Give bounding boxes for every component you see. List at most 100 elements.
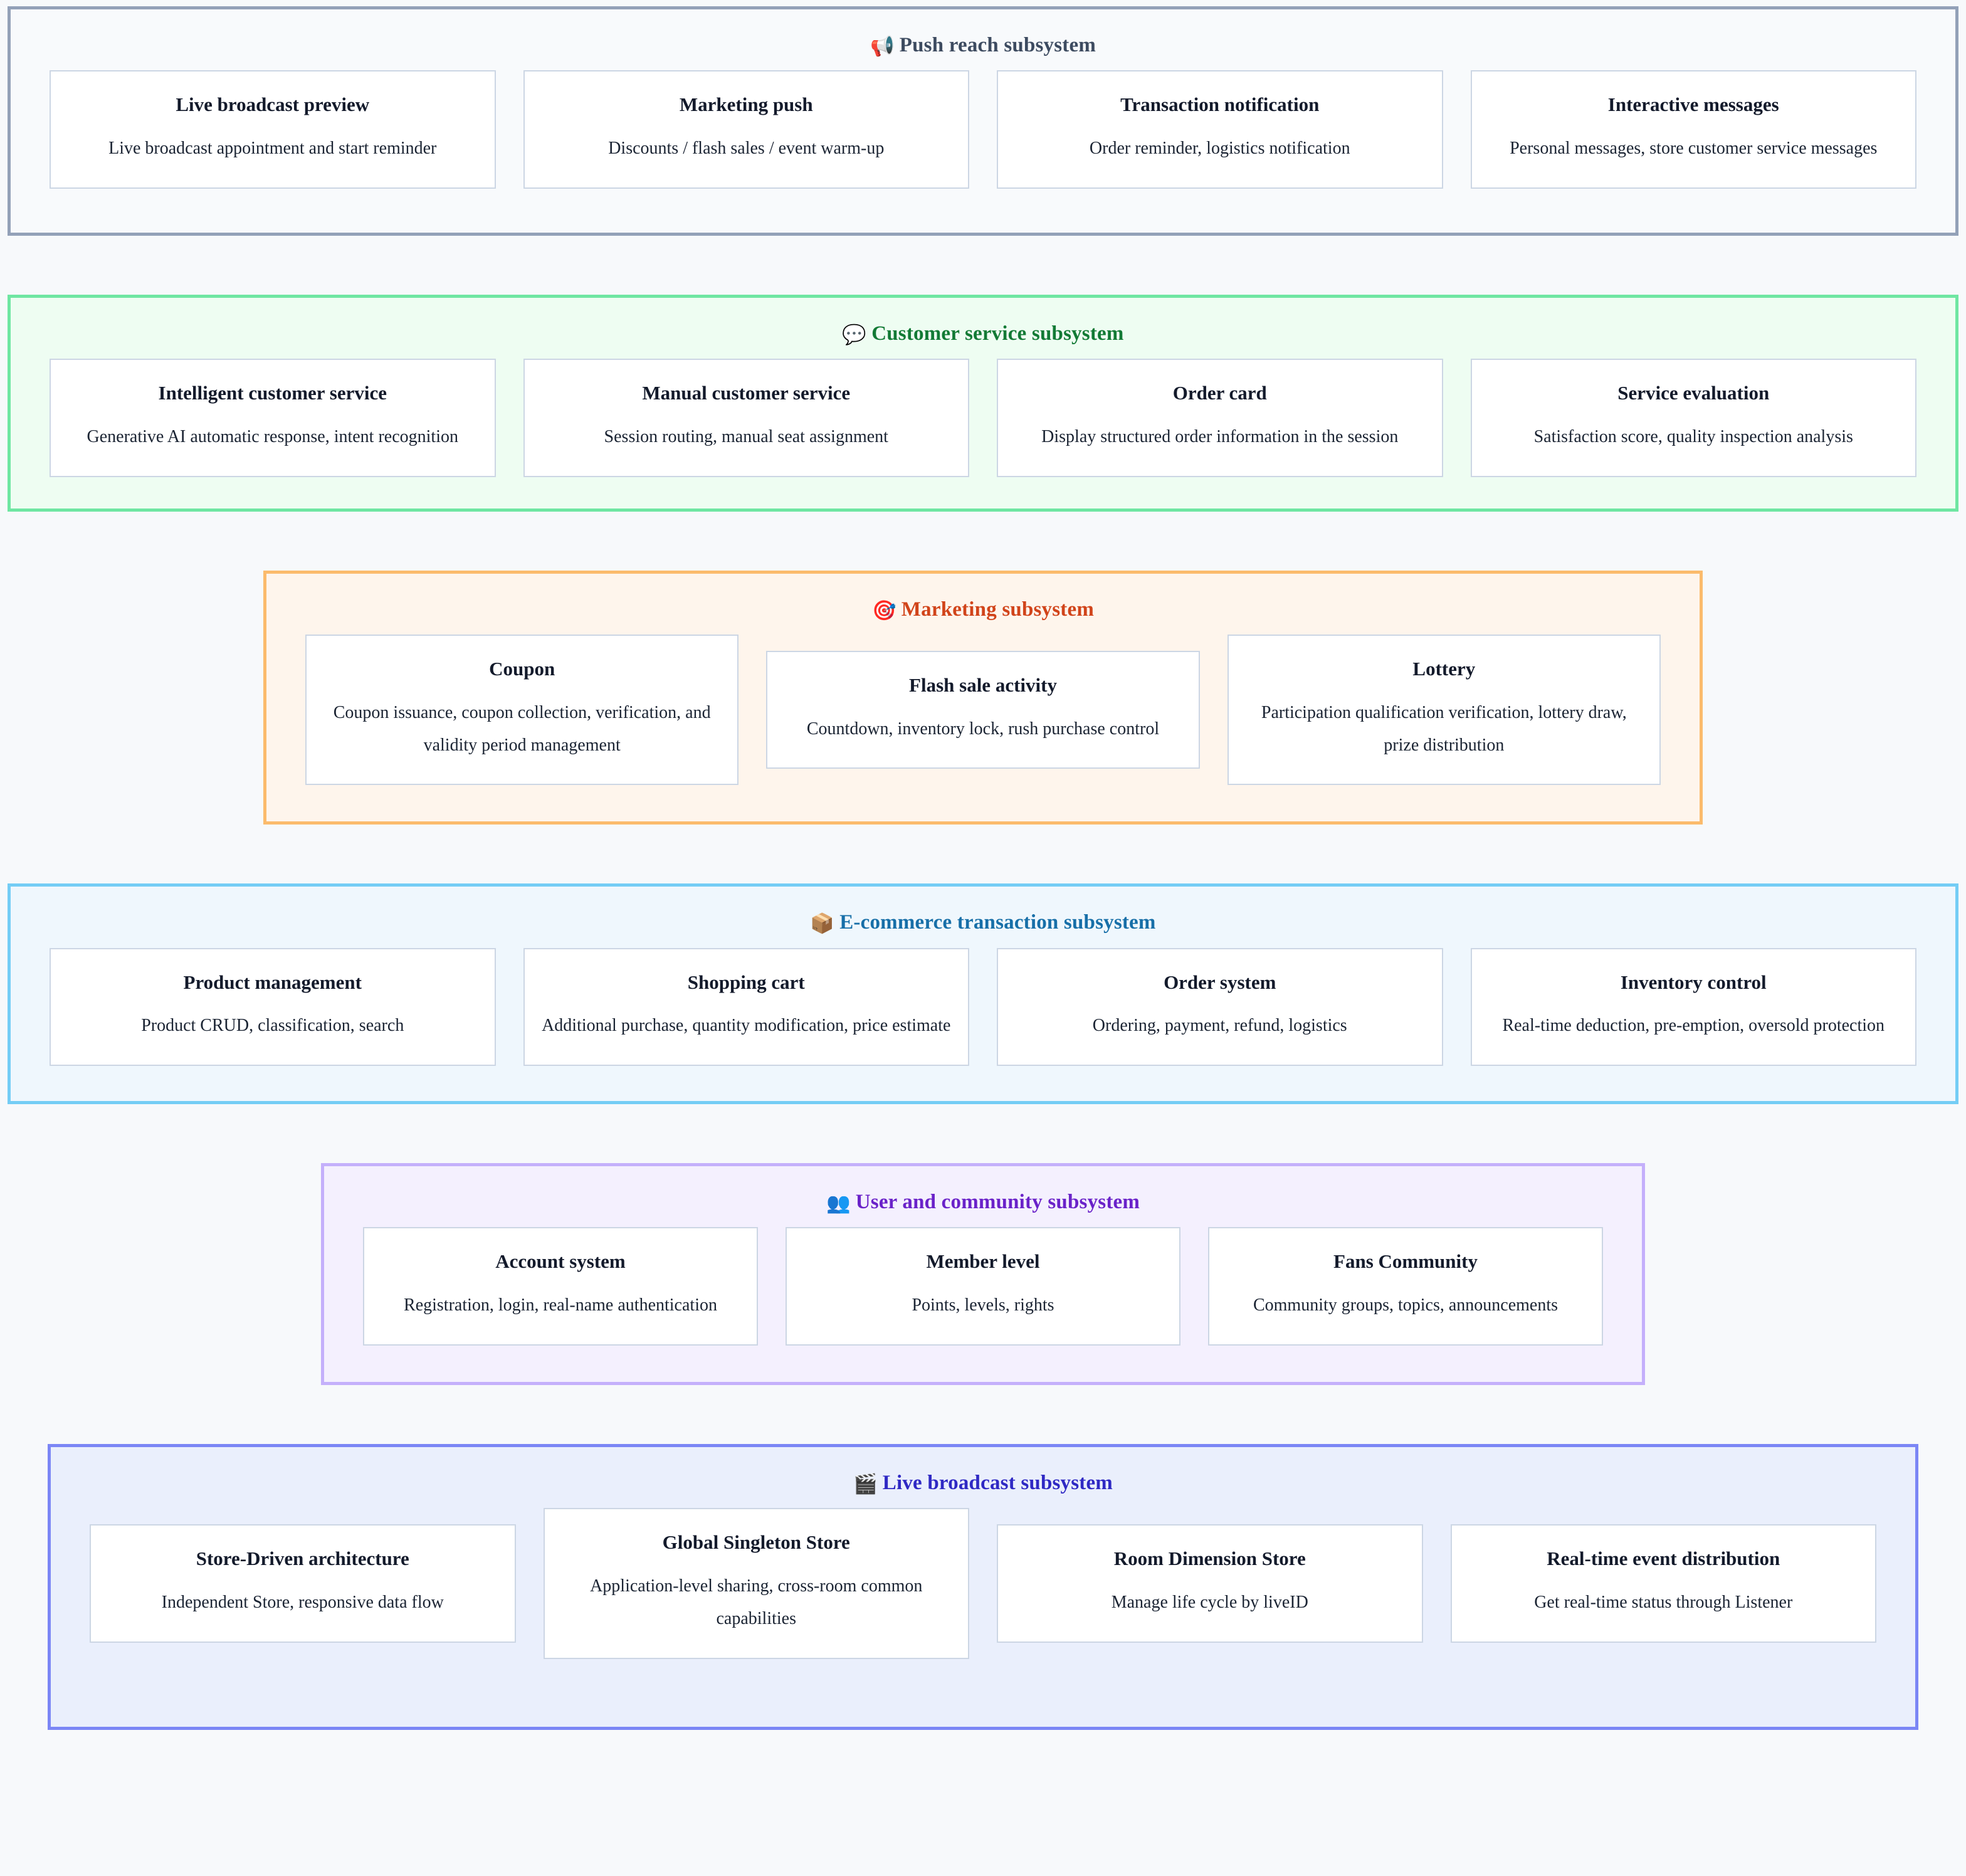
card-description: Satisfaction score, quality inspection a… <box>1533 426 1853 446</box>
card-description: Session routing, manual seat assignment <box>604 426 888 446</box>
card-title: Order system <box>1164 971 1276 993</box>
card-shopping-cart[interactable]: Shopping cart Additional purchase, quant… <box>523 947 969 1067</box>
card-title: Fans Community <box>1333 1250 1478 1273</box>
card-inventory-control[interactable]: Inventory control Real-time deduction, p… <box>1470 947 1916 1067</box>
card-slot: Marketing push Discounts / flash sales /… <box>510 70 984 189</box>
clapper-board-icon: 🎬 <box>853 1473 878 1496</box>
card-description: Ordering, payment, refund, logistics <box>1092 1016 1347 1036</box>
card-description: Order reminder, logistics notification <box>1089 139 1350 159</box>
architecture-diagram: 📢Push reach subsystem Live broadcast pre… <box>8 6 1958 1730</box>
card-title: Real-time event distribution <box>1547 1547 1780 1570</box>
card-slot: Intelligent customer service Generative … <box>36 359 510 477</box>
card-title: Manual customer service <box>642 382 851 404</box>
card-title: Live broadcast preview <box>176 93 370 116</box>
card-row-push-reach: Live broadcast preview Live broadcast ap… <box>11 70 1955 189</box>
card-slot: Room Dimension Store Manage life cycle b… <box>983 1524 1437 1643</box>
card-description: Countdown, inventory lock, rush purchase… <box>806 719 1160 739</box>
card-slot: Product management Product CRUD, classif… <box>36 947 510 1067</box>
card-description: Product CRUD, classification, search <box>141 1016 404 1036</box>
card-title: Flash sale activity <box>909 673 1057 696</box>
subsystem-title-push-reach: 📢Push reach subsystem <box>11 32 1955 59</box>
card-title: Intelligent customer service <box>158 382 387 404</box>
card-room-dimension-store[interactable]: Room Dimension Store Manage life cycle b… <box>997 1524 1423 1643</box>
card-row-customer-service: Intelligent customer service Generative … <box>11 359 1955 477</box>
card-description: Real-time deduction, pre-emption, overso… <box>1502 1016 1885 1036</box>
subsystem-customer-service: 💬Customer service subsystem Intelligent … <box>8 294 1958 512</box>
package-box-icon: 📦 <box>810 912 835 935</box>
subsystem-title-text: Marketing subsystem <box>901 598 1095 621</box>
card-marketing-push[interactable]: Marketing push Discounts / flash sales /… <box>523 70 969 189</box>
card-description: Display structured order information in … <box>1041 426 1399 446</box>
card-slot: Real-time event distribution Get real-ti… <box>1437 1524 1891 1643</box>
card-lottery[interactable]: Lottery Participation qualification veri… <box>1227 634 1661 786</box>
subsystem-ecommerce-transaction: 📦E-commerce transaction subsystem Produc… <box>8 883 1958 1105</box>
card-slot: Transaction notification Order reminder,… <box>983 70 1457 189</box>
card-order-card[interactable]: Order card Display structured order info… <box>997 359 1443 477</box>
subsystem-push-reach: 📢Push reach subsystem Live broadcast pre… <box>8 6 1958 236</box>
card-service-evaluation[interactable]: Service evaluation Satisfaction score, q… <box>1470 359 1916 477</box>
card-store-driven-architecture[interactable]: Store-Driven architecture Independent St… <box>90 1524 516 1643</box>
card-title: Marketing push <box>679 93 813 116</box>
card-coupon[interactable]: Coupon Coupon issuance, coupon collectio… <box>305 634 739 786</box>
card-description: Manage life cycle by liveID <box>1111 1592 1308 1612</box>
card-intelligent-customer-service[interactable]: Intelligent customer service Generative … <box>50 359 496 477</box>
subsystem-title-user-community: 👥User and community subsystem <box>324 1189 1642 1216</box>
card-slot: Manual customer service Session routing,… <box>510 359 984 477</box>
card-slot: Order system Ordering, payment, refund, … <box>983 947 1457 1067</box>
card-member-level[interactable]: Member level Points, levels, rights <box>786 1227 1180 1346</box>
card-slot: Coupon Coupon issuance, coupon collectio… <box>292 634 752 786</box>
card-product-management[interactable]: Product management Product CRUD, classif… <box>50 947 496 1067</box>
card-global-singleton-store[interactable]: Global Singleton Store Application-level… <box>543 1508 969 1659</box>
card-fans-community[interactable]: Fans Community Community groups, topics,… <box>1208 1227 1603 1346</box>
card-description: Additional purchase, quantity modificati… <box>542 1016 951 1036</box>
card-real-time-event-distribution[interactable]: Real-time event distribution Get real-ti… <box>1450 1524 1876 1643</box>
card-title: Global Singleton Store <box>662 1531 850 1554</box>
megaphone-icon: 📢 <box>870 35 895 58</box>
subsystem-title-live-broadcast: 🎬Live broadcast subsystem <box>51 1470 1915 1497</box>
card-title: Transaction notification <box>1120 93 1320 116</box>
target-dart-icon: 🎯 <box>871 599 896 622</box>
card-description: Coupon issuance, coupon collection, veri… <box>333 702 711 755</box>
subsystem-marketing: 🎯Marketing subsystem Coupon Coupon issua… <box>263 570 1703 825</box>
card-title: Inventory control <box>1620 971 1767 993</box>
card-row-ecommerce: Product management Product CRUD, classif… <box>11 947 1955 1067</box>
card-slot: Account system Registration, login, real… <box>349 1227 772 1346</box>
card-description: Application-level sharing, cross-room co… <box>590 1576 923 1628</box>
card-slot: Interactive messages Personal messages, … <box>1457 70 1931 189</box>
subsystem-title-text: Live broadcast subsystem <box>882 1472 1113 1495</box>
card-transaction-notification[interactable]: Transaction notification Order reminder,… <box>997 70 1443 189</box>
card-manual-customer-service[interactable]: Manual customer service Session routing,… <box>523 359 969 477</box>
card-description: Discounts / flash sales / event warm-up <box>608 139 885 159</box>
card-slot: Live broadcast preview Live broadcast ap… <box>36 70 510 189</box>
card-title: Room Dimension Store <box>1113 1547 1306 1570</box>
card-description: Personal messages, store customer servic… <box>1510 139 1878 159</box>
two-people-icon: 👥 <box>826 1192 851 1215</box>
card-row-marketing: Coupon Coupon issuance, coupon collectio… <box>266 634 1700 786</box>
card-live-broadcast-preview[interactable]: Live broadcast preview Live broadcast ap… <box>50 70 496 189</box>
card-slot: Lottery Participation qualification veri… <box>1214 634 1674 786</box>
subsystem-title-customer-service: 💬Customer service subsystem <box>11 320 1955 347</box>
card-description: Points, levels, rights <box>912 1295 1054 1315</box>
card-flash-sale-activity[interactable]: Flash sale activity Countdown, inventory… <box>766 650 1200 769</box>
card-slot: Flash sale activity Countdown, inventory… <box>752 650 1213 769</box>
card-slot: Global Singleton Store Application-level… <box>530 1508 984 1659</box>
card-description: Registration, login, real-name authentic… <box>404 1295 717 1315</box>
card-slot: Member level Points, levels, rights <box>772 1227 1194 1346</box>
card-slot: Service evaluation Satisfaction score, q… <box>1457 359 1931 477</box>
card-row-live-broadcast: Store-Driven architecture Independent St… <box>51 1508 1915 1659</box>
card-title: Store-Driven architecture <box>196 1547 409 1570</box>
card-title: Order card <box>1172 382 1267 404</box>
card-interactive-messages[interactable]: Interactive messages Personal messages, … <box>1470 70 1916 189</box>
card-description: Get real-time status through Listener <box>1534 1592 1793 1612</box>
card-order-system[interactable]: Order system Ordering, payment, refund, … <box>997 947 1443 1067</box>
subsystem-title-ecommerce: 📦E-commerce transaction subsystem <box>11 909 1955 936</box>
card-title: Lottery <box>1412 657 1476 680</box>
card-title: Product management <box>183 971 362 993</box>
subsystem-title-text: Customer service subsystem <box>871 322 1124 345</box>
subsystem-title-text: Push reach subsystem <box>899 34 1096 56</box>
card-title: Member level <box>926 1250 1040 1273</box>
card-description: Generative AI automatic response, intent… <box>87 426 458 446</box>
card-account-system[interactable]: Account system Registration, login, real… <box>363 1227 758 1346</box>
card-row-user-community: Account system Registration, login, real… <box>324 1227 1642 1346</box>
card-description: Participation qualification verification… <box>1261 702 1627 755</box>
